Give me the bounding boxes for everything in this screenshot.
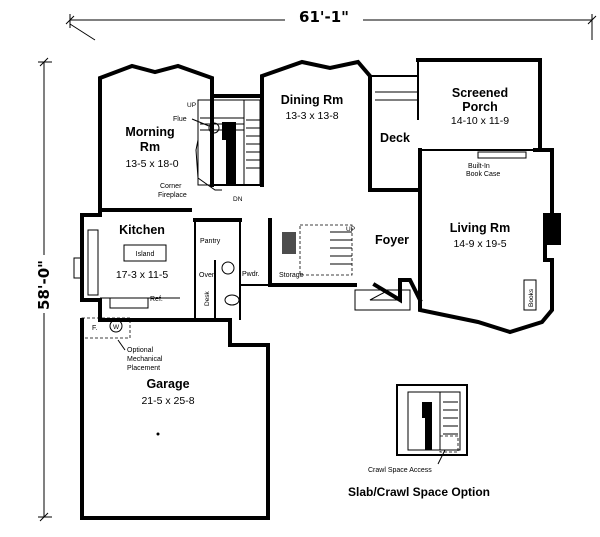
walls [80, 58, 561, 520]
kitchen: Kitchen Island 17-3 x 11-5 Ref. Pantry O… [73, 223, 260, 309]
oven-label: Oven [199, 272, 216, 279]
screened-porch: Screened Porch 14-10 x 11-9 [451, 86, 509, 127]
living-room: Built-In Book Case Living Rm 14-9 x 19-5… [450, 163, 535, 307]
deck-name: Deck [380, 131, 410, 145]
mech-label-3: Placement [127, 365, 160, 372]
slab-option-inset: Crawl Space Access Slab/Crawl Space Opti… [348, 384, 490, 499]
dn-label: DN [233, 196, 243, 203]
morning-room: Morning Rm 13-5 x 18-0 [125, 125, 178, 170]
depth-dimension: 58'-0" [35, 57, 53, 522]
garage-size: 21-5 x 25-8 [141, 395, 194, 407]
living-room-size: 14-9 x 19-5 [453, 238, 506, 250]
dining-room-name: Dining Rm [281, 93, 344, 107]
foyer-name: Foyer [375, 233, 409, 247]
morning-room-name-1: Morning [125, 125, 174, 139]
porch-name-1: Screened [452, 86, 508, 100]
kitchen-size: 17-3 x 11-5 [116, 269, 168, 281]
living-fireplace [545, 213, 561, 245]
built-in-label-2: Book Case [466, 171, 500, 178]
flue-label: Flue [173, 116, 187, 123]
deck: Deck [380, 131, 410, 145]
desk-label: Desk [204, 290, 211, 306]
kitchen-name: Kitchen [119, 223, 165, 237]
ref-label: Ref. [150, 296, 163, 303]
dining-room: Dining Rm 13-3 x 13-8 [281, 93, 344, 122]
books-label: Books [528, 288, 535, 307]
garage: F. W Optional Mechanical Placement Garag… [81, 317, 195, 436]
corner-fireplace [222, 122, 236, 186]
living-room-name: Living Rm [450, 221, 510, 235]
porch-size: 14-10 x 11-9 [451, 115, 509, 127]
up-stair-label: UP [187, 102, 196, 109]
depth-dimension-label: 58'-0" [35, 260, 53, 310]
storage-label: Storage [279, 272, 304, 279]
mech-label-1: Optional [127, 347, 154, 354]
furnace-label: F. [92, 325, 98, 332]
stair-core: UP Flue Corner Fireplace DN [158, 99, 261, 203]
morning-room-name-2: Rm [140, 140, 160, 154]
pantry-label: Pantry [200, 238, 221, 245]
kitchen-island [123, 244, 167, 262]
washer-label: W [113, 324, 120, 331]
crawl-access-label: Crawl Space Access [368, 467, 432, 474]
porch-name-2: Porch [462, 100, 497, 114]
dining-room-size: 13-3 x 13-8 [285, 110, 338, 122]
width-dimension: 61'-1" [65, 8, 597, 41]
pwdr-label: Pwdr. [242, 271, 260, 278]
corner-fireplace-label-2: Fireplace [158, 192, 187, 199]
corner-fireplace-label-1: Corner [160, 183, 182, 190]
flue-icon [208, 122, 220, 134]
mech-label-2: Mechanical [127, 356, 163, 363]
garage-name: Garage [146, 377, 189, 391]
slab-option-caption: Slab/Crawl Space Option [348, 485, 490, 499]
foyer: UP Foyer Storage [279, 224, 411, 311]
foyer-up-label: UP [346, 226, 355, 233]
width-dimension-label: 61'-1" [299, 8, 349, 26]
morning-room-size: 13-5 x 18-0 [125, 158, 178, 170]
island-label: Island [136, 251, 155, 258]
built-in-label-1: Built-In [468, 163, 490, 170]
